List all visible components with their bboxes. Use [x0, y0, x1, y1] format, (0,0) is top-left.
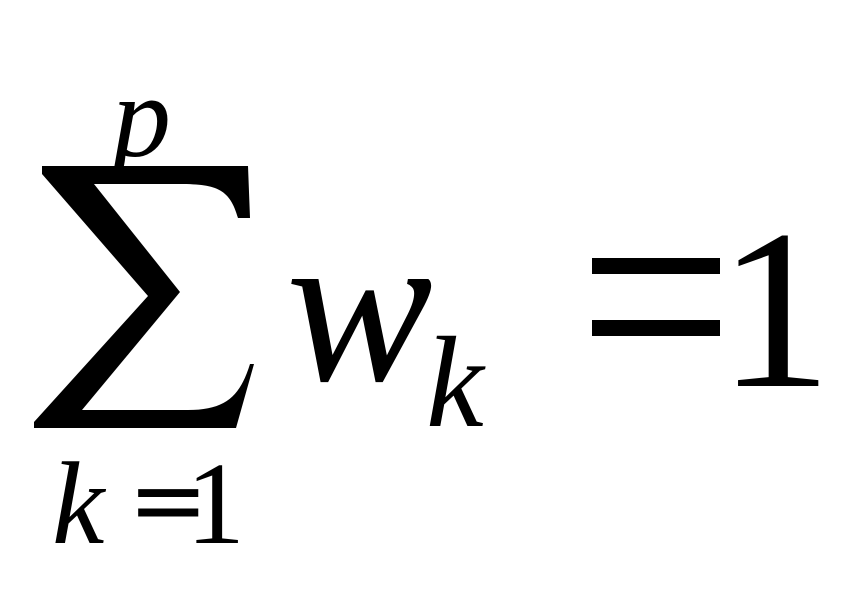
right-hand-side-value: 1: [718, 184, 832, 436]
sum-lower-limit-value: 1: [186, 438, 245, 569]
equals-sign: [592, 258, 720, 336]
sum-upper-limit: p: [112, 51, 171, 182]
sum-lower-limit-variable: k: [52, 438, 105, 569]
summation-sigma-icon: [30, 160, 256, 432]
equals-bar-bottom: [592, 320, 720, 336]
sum-lower-limit-equals: =: [128, 444, 209, 556]
equals-bar-top: [592, 258, 720, 274]
summand-subscript: k: [426, 311, 484, 455]
summand-variable: w: [286, 184, 433, 428]
